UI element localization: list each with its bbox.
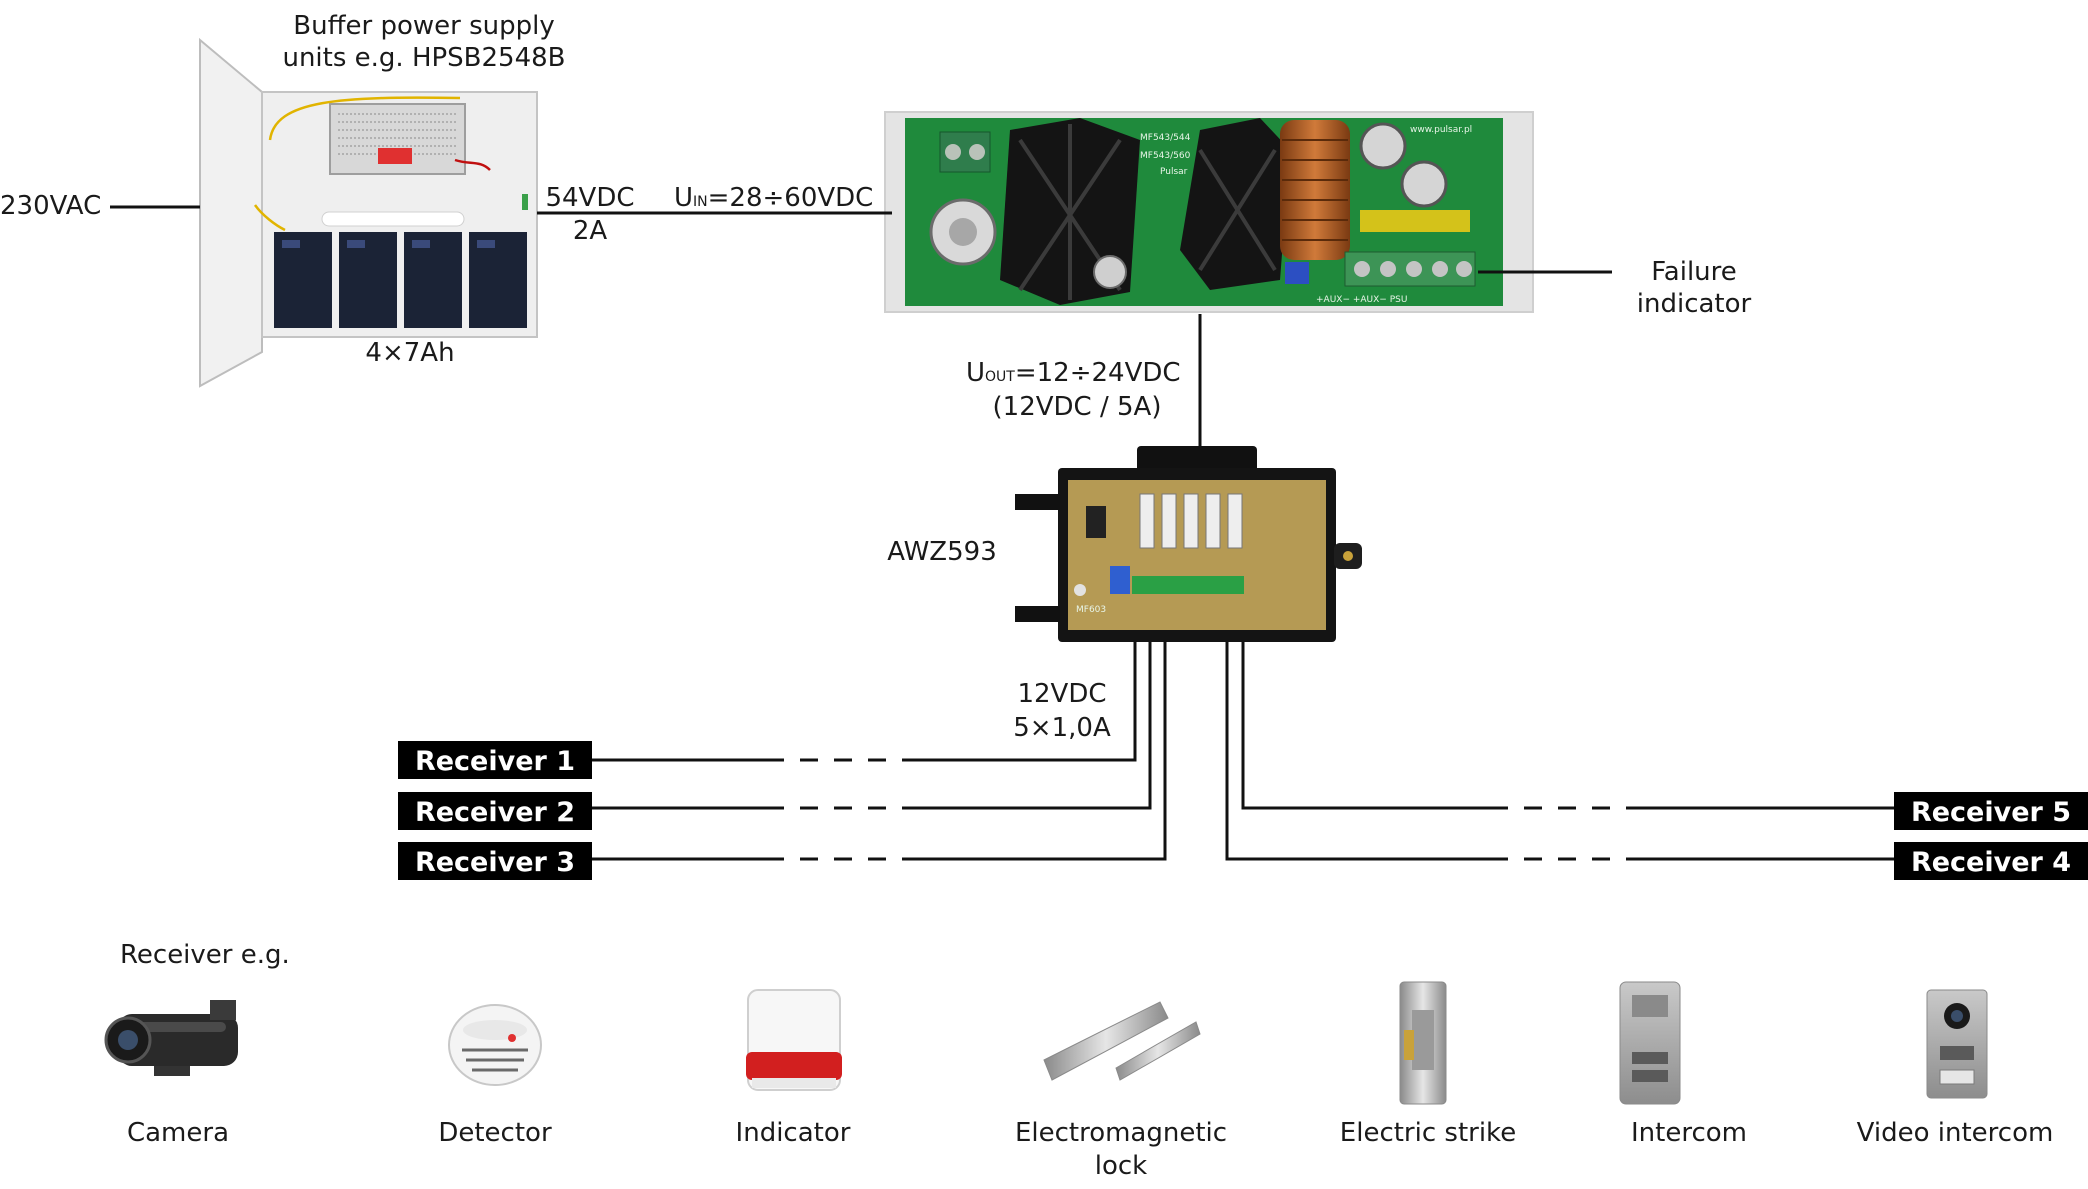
pcb-brand: Pulsar — [1160, 167, 1188, 177]
failure-indicator-label-line2: indicator — [1637, 289, 1752, 319]
example-indicator-label: Indicator — [736, 1118, 851, 1148]
psu-output-voltage-label: 54VDC — [545, 183, 634, 213]
receiver-2-wire — [920, 642, 1152, 810]
example-camera-label: Camera — [127, 1118, 229, 1148]
psu-wire-red — [454, 158, 491, 171]
buffer-psu-title-line1: Buffer power supply — [293, 11, 554, 41]
psu-vent-grid — [338, 113, 458, 155]
failure-indicator-label-line1: Failure — [1651, 257, 1737, 287]
receiver-5-wire — [1241, 642, 1490, 810]
intercom-icon — [1619, 981, 1681, 1105]
example-detector-label: Detector — [438, 1118, 552, 1148]
psu-wire-yellow — [268, 96, 461, 141]
input-voltage-label: UIN=28÷60VDC — [674, 183, 873, 213]
battery-bracket — [321, 211, 465, 227]
receiver-2-box: Receiver 2 — [398, 792, 592, 830]
trim-potentiometer — [1285, 262, 1309, 284]
fuse — [1227, 493, 1243, 549]
output-voltage-label: UOUT=12÷24VDC — [966, 358, 1181, 388]
awz-output-voltage-label: 12VDC — [1017, 679, 1106, 709]
awz-clip-bottom — [1015, 606, 1060, 622]
siren-indicator-icon — [746, 989, 842, 1091]
enclosure-door — [199, 37, 263, 388]
receiver-1-box: Receiver 1 — [398, 741, 592, 779]
fuse-array — [1139, 493, 1243, 549]
awz-pcb-model: MF603 — [1076, 605, 1106, 615]
output-rating-label: (12VDC / 5A) — [993, 392, 1162, 422]
receiver-examples-heading: Receiver e.g. — [120, 940, 290, 970]
mains-wire — [253, 204, 286, 232]
receiver-1-label: Receiver 1 — [415, 746, 575, 777]
battery-pack — [274, 232, 527, 328]
example-electromagnetic-lock-label: Electromagnetic — [1015, 1118, 1227, 1148]
receiver-4-label: Receiver 4 — [1911, 847, 2071, 878]
psu-warning-label — [378, 148, 412, 164]
awz-input-terminal — [1110, 566, 1130, 594]
fuse — [1205, 493, 1221, 549]
receiver-2-label: Receiver 2 — [415, 797, 575, 828]
output-fuse — [1360, 210, 1470, 232]
awz593-module: MF603 — [1015, 446, 1362, 642]
awz-output-current-label: 5×1,0A — [1013, 713, 1111, 743]
capacitor-small — [1093, 255, 1127, 289]
mains-voltage-label: 230VAC — [0, 191, 101, 221]
example-intercom-label: Intercom — [1631, 1118, 1747, 1148]
awz-relay — [1086, 506, 1106, 538]
electric-strike-icon — [1399, 981, 1447, 1105]
pcb-model-1: MF543/544 — [1140, 133, 1191, 143]
fuse — [1139, 493, 1155, 549]
heatsink-right — [1180, 118, 1290, 290]
receiver-4-box: Receiver 4 — [1894, 842, 2088, 880]
receiver-5-label: Receiver 5 — [1911, 797, 2071, 828]
buffer-psu-title-line2: units e.g. HPSB2548B — [282, 43, 565, 73]
receiver-3-wire — [920, 642, 1167, 861]
video-intercom-icon — [1926, 989, 1988, 1099]
battery-capacity-label: 4×7Ah — [365, 338, 454, 368]
fuse — [1161, 493, 1177, 549]
fuse — [1183, 493, 1199, 549]
example-electromagnetic-lock-label-2: lock — [1095, 1151, 1147, 1181]
pcb-model-2: MF543/560 — [1140, 151, 1191, 161]
receiver-3-box: Receiver 3 — [398, 842, 592, 880]
pcb-website: www.pulsar.pl — [1410, 125, 1472, 135]
receiver-1-wire — [920, 642, 1137, 762]
example-video-intercom-label: Video intercom — [1857, 1118, 2054, 1148]
receiver-3-label: Receiver 3 — [415, 847, 575, 878]
awz-clip-top — [1015, 494, 1060, 510]
pcb-terminal-legend: +AUX− +AUX− PSU — [1316, 295, 1407, 305]
receiver-5-box: Receiver 5 — [1894, 792, 2088, 830]
camera-icon — [104, 1000, 238, 1076]
wiring — [110, 205, 1894, 861]
inductor-coil — [1280, 120, 1350, 260]
smoke-detector-icon — [448, 1004, 542, 1086]
example-electric-strike-label: Electric strike — [1340, 1118, 1516, 1148]
capacitor-output-2 — [1400, 160, 1448, 208]
awz-output-terminals — [1132, 576, 1244, 594]
led-indicator — [522, 194, 528, 210]
capacitor-output-1 — [1359, 122, 1407, 170]
buffer-psu-enclosure — [199, 37, 538, 388]
receiver-4-wire — [1225, 642, 1490, 861]
dc-dc-converter: MF543/544 MF543/560 Pulsar www.pulsar.pl… — [884, 111, 1534, 313]
awz-model-label: AWZ593 — [887, 537, 997, 567]
psu-output-current-label: 2A — [573, 216, 608, 246]
awz-mount-tab-top — [1137, 446, 1257, 472]
electromagnetic-lock-icon — [1043, 1001, 1201, 1081]
